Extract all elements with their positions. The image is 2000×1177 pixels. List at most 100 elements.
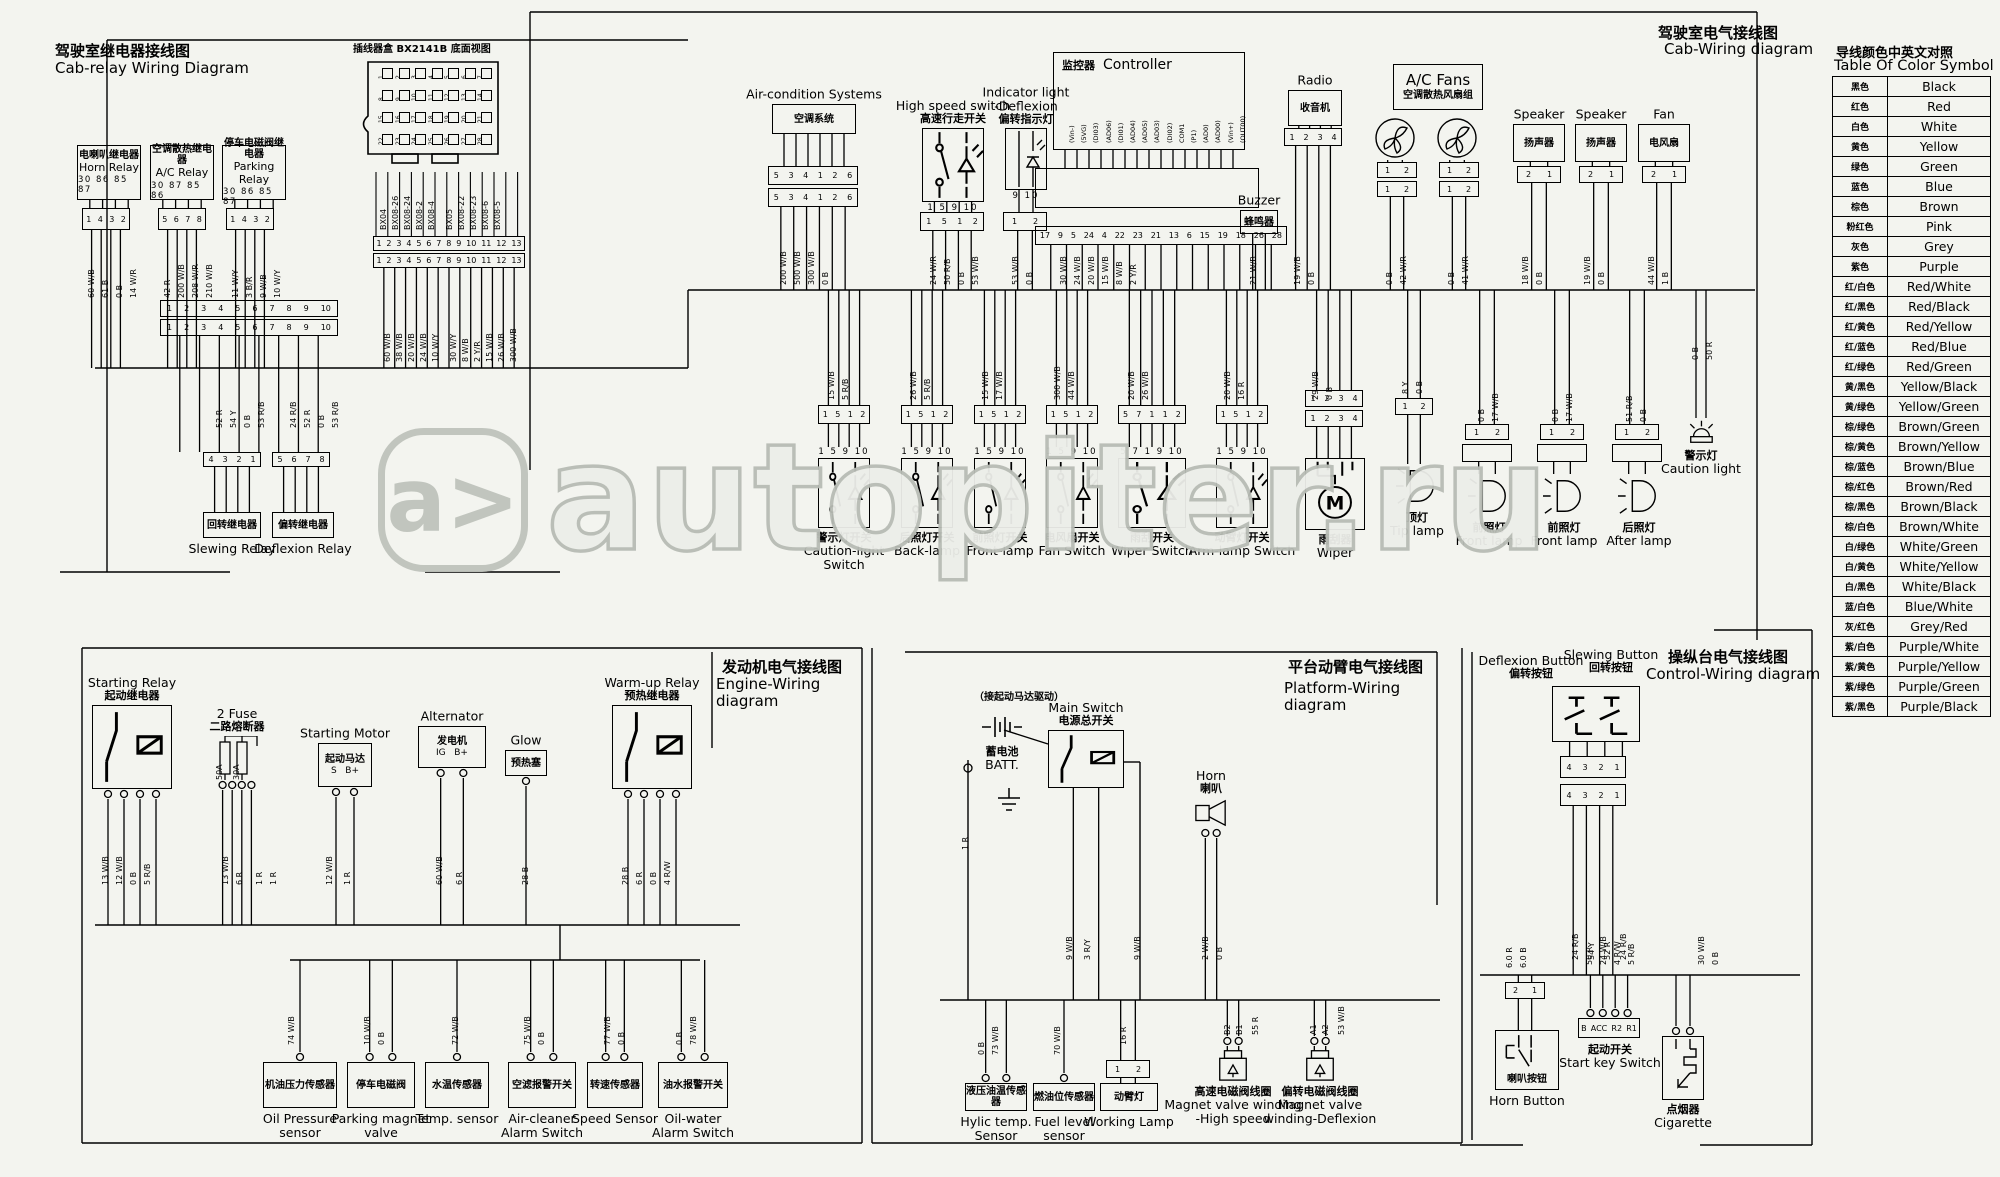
horn-button-icon bbox=[1496, 1031, 1558, 1089]
wire-code-label: 0 B bbox=[617, 1031, 626, 1045]
deflexion-relay-text: 偏转继电器 bbox=[278, 519, 328, 531]
wire-code-label: 200 W/B bbox=[779, 251, 788, 285]
platform-title-cn: 平台动臂电气接线图 bbox=[1288, 658, 1424, 676]
color-en: White/Black bbox=[1887, 576, 1991, 597]
color-en: Red/Yellow bbox=[1887, 316, 1991, 337]
working-lamp-label: Working Lamp bbox=[1066, 1115, 1192, 1129]
front-sw-conn-pin: 1 bbox=[978, 410, 984, 419]
caution-sw-conn-pin: 1 bbox=[847, 410, 853, 419]
color-cn: 白/黑色 bbox=[1832, 576, 1888, 597]
bx-connector-pin-14 bbox=[481, 90, 492, 101]
slewing-conn-pin: 2 bbox=[236, 455, 242, 464]
color-cn: 粉红色 bbox=[1832, 216, 1888, 237]
bx-conn-a-pin: 10 bbox=[466, 239, 477, 248]
button-conn-b-pin: 2 bbox=[1598, 790, 1604, 800]
starting-motor-text: S B+ bbox=[330, 766, 359, 776]
wire-code-label: 0 B bbox=[1307, 271, 1316, 285]
acfan1-conn-a-pin: 1 bbox=[1384, 165, 1391, 175]
bx-connector-pin-num-11: 11 bbox=[427, 93, 435, 101]
wire-code-label: 50 R bbox=[1585, 946, 1594, 965]
cab-title-en: Cab-Wiring diagram bbox=[1664, 40, 1814, 58]
wiper-sw-conn-pin: 1 bbox=[1162, 410, 1168, 419]
wire-code-label: 10 W/B bbox=[363, 1016, 372, 1045]
wire-code-label: 10 W/Y bbox=[273, 269, 282, 298]
worklamp-conn-pin: 2 bbox=[1135, 1064, 1142, 1074]
caution-light-label-line: 警示灯 bbox=[1684, 449, 1718, 462]
magnet-valve-high-speed-label-line: Magnet valve winding bbox=[1164, 1097, 1302, 1113]
air-cleaner-alarm-switch-text: 空滤报警开关 bbox=[512, 1079, 572, 1091]
wire-code-label: 6 R bbox=[235, 871, 244, 885]
alternator-label: Alternator bbox=[384, 709, 520, 723]
wire-code-label: 0 B bbox=[1477, 408, 1486, 422]
warm-up-relay-label-line: 预热继电器 bbox=[624, 688, 680, 702]
bx-conn-b-pin: 13 bbox=[511, 256, 522, 265]
wire-code-label: A2 bbox=[1321, 1024, 1330, 1035]
mid-conn-b-pin: 4 bbox=[218, 323, 224, 332]
electric-fan: 电风扇 bbox=[1638, 124, 1690, 162]
hylic-temp-sensor-text: 液压油温传感器 bbox=[966, 1086, 1026, 1108]
wire-code-label: 60 W/B bbox=[383, 333, 392, 362]
controller-pin-strip-pin: 9 bbox=[1057, 231, 1064, 240]
wiper-switch-icon bbox=[1119, 459, 1185, 527]
deflexion-conn-pin: 5 bbox=[277, 455, 283, 464]
wire-code-label: 73 W/B bbox=[991, 1026, 1000, 1055]
mid-conn-a-pin: 8 bbox=[286, 304, 292, 313]
wiper-conn-b-pin: 3 bbox=[1338, 414, 1344, 423]
wire-code-label: 17 W/B bbox=[1565, 393, 1574, 422]
color-en: Blue bbox=[1887, 176, 1991, 197]
controller-pin-(DI01): (DI01) bbox=[1116, 122, 1125, 143]
controller-pin-(AD00): (AD00) bbox=[1214, 120, 1223, 143]
main-switch-label-line: 电源总开关 bbox=[1058, 713, 1114, 727]
button-conn-a-pin: 2 bbox=[1598, 762, 1604, 772]
mid-conn-a-pin: 6 bbox=[252, 304, 258, 313]
wire-code-label: 24 R/B bbox=[1571, 933, 1580, 960]
bx-conn-b-pin: 11 bbox=[481, 256, 492, 265]
horn-button-text: 喇叭按钮 bbox=[1507, 1074, 1547, 1085]
wire-code-label: 200 W/B bbox=[177, 264, 186, 298]
acfan2-conn-b-pin: 2 bbox=[1465, 184, 1472, 194]
front-sw-conn-pin: 5 bbox=[991, 410, 997, 419]
color-en: Brown/Black bbox=[1887, 496, 1991, 517]
wire-code-label: 0 B bbox=[1385, 271, 1394, 285]
wire-code-label: 300 W/B bbox=[1053, 366, 1062, 400]
wiper: M bbox=[1305, 458, 1365, 530]
back-sw-conn-pin: 1 bbox=[905, 410, 911, 419]
wire-code-label: 0 B bbox=[1025, 271, 1034, 285]
electric-fan-text: 电风扇 bbox=[1649, 137, 1679, 149]
color-en: Purple/Green bbox=[1887, 676, 1991, 697]
wire-code-label: 53 R/B bbox=[257, 401, 266, 428]
wire-code-label: 42 R bbox=[163, 279, 172, 298]
starting-motor-label: Starting Motor bbox=[284, 726, 406, 740]
wire-code-label: 26 W/B bbox=[909, 371, 918, 400]
arm-lamp-switch-label-line: Arm-lamp Switch bbox=[1188, 543, 1296, 559]
bx-connector-pin-num-17: 17 bbox=[411, 115, 418, 123]
high-speed-switch-icon bbox=[923, 129, 983, 201]
bx-connector-pin-26 bbox=[448, 134, 459, 145]
color-en: Brown/White bbox=[1887, 516, 1991, 537]
start-key-label-label-line: 起动开关 bbox=[1588, 1043, 1632, 1056]
controller-pin-strip-pin: 13 bbox=[1168, 231, 1179, 240]
wire-code-label: 53 W/B bbox=[1011, 256, 1020, 285]
wire-code-label: 0 B bbox=[1415, 380, 1424, 394]
control-title-en: Control-Wiring diagram bbox=[1646, 665, 1821, 683]
glow-label: Glow bbox=[471, 733, 581, 747]
bx-connector-pin-num-28: 28 bbox=[477, 137, 484, 145]
indicator-light-deflexion-pin-numbers: 9 10 bbox=[1012, 191, 1040, 201]
button-conn-b-pin: 1 bbox=[1614, 790, 1620, 800]
color-en: Brown/Yellow bbox=[1887, 436, 1991, 457]
fuel-level-sensor-text: 燃油位传感器 bbox=[1034, 1091, 1094, 1103]
worklamp-conn-pin: 1 bbox=[1114, 1064, 1121, 1074]
wire-code-label: 51 R/B bbox=[1625, 395, 1634, 422]
